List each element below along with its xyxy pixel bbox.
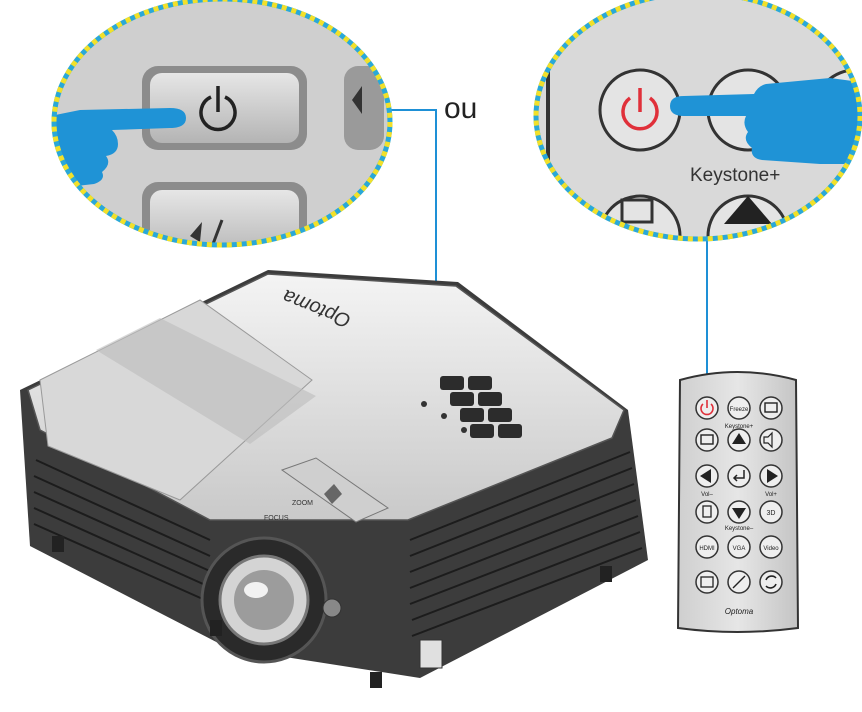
video-label: Video	[763, 546, 779, 552]
projector-keypad	[421, 376, 522, 438]
resync-button	[759, 570, 783, 594]
menu-button	[695, 500, 719, 524]
remote-control: Freeze Keystone+ Vol– Vol+ 3D Keystone– …	[676, 371, 800, 633]
zoom-focus-slider: ZOOM FOCUS	[264, 457, 390, 523]
projector-power-key	[440, 376, 464, 390]
keystone-minus-label: Keystone–	[725, 526, 754, 532]
projector: ZOOM FOCUS Optoma	[20, 270, 648, 688]
io-port	[419, 639, 443, 669]
mute-button	[759, 428, 783, 452]
hand-pointer-icon	[670, 78, 860, 164]
freeze-label: Freeze	[730, 407, 749, 413]
power-icon	[199, 86, 237, 132]
projector-vents	[33, 451, 643, 637]
aspect-button	[759, 396, 783, 420]
keystone-plus-label: Keystone+	[725, 424, 754, 430]
vga-button	[727, 535, 751, 559]
3d-button	[759, 500, 783, 524]
source-button	[695, 570, 719, 594]
right-callout: Keystone+	[533, 0, 862, 242]
3d-label: 3D	[767, 510, 776, 517]
zoom-label: ZOOM	[292, 500, 313, 507]
zoom-keystone-label: Keystone+	[690, 165, 780, 186]
vol-minus-label: Vol–	[701, 492, 713, 498]
hdmi-label: HDMI	[699, 546, 715, 552]
projector-lens	[200, 536, 328, 664]
remote-brand-logo: Optoma	[725, 607, 754, 616]
enter-button	[727, 464, 751, 488]
focus-label: FOCUS	[264, 515, 289, 522]
projector-power-key-large	[150, 73, 299, 143]
vga-label: VGA	[733, 546, 746, 552]
hdmi-button	[695, 535, 719, 559]
or-label: ou	[444, 92, 478, 125]
vol-plus-label: Vol+	[765, 492, 777, 498]
hand-pointer-icon	[54, 108, 186, 190]
power-icon-red	[621, 88, 659, 131]
left-callout	[51, 0, 393, 248]
video-button	[759, 535, 783, 559]
freeze-button	[727, 396, 751, 420]
av-mute-button	[695, 428, 719, 452]
